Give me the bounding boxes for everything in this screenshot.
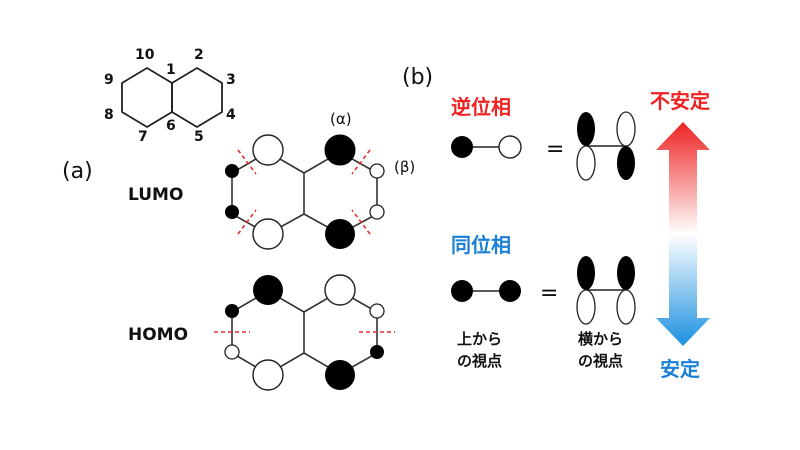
in-phase-top-view xyxy=(451,280,521,302)
homo-orbital-lobe xyxy=(253,275,283,305)
atom-number: 10 xyxy=(135,47,155,63)
lumo-orbital-lobe xyxy=(325,219,355,249)
homo-skeleton xyxy=(231,290,378,375)
lumo-diagram xyxy=(225,134,385,250)
atom-number: 8 xyxy=(104,107,114,123)
in-phase-side-view xyxy=(576,256,636,325)
homo-orbital-lobe xyxy=(324,274,356,306)
atom-number: 1 xyxy=(166,62,176,78)
lumo-orbital-lobe xyxy=(225,205,239,219)
homo-orbital-lobe xyxy=(370,345,384,359)
atom-number: 3 xyxy=(226,72,236,88)
panel-b-label: (b) xyxy=(402,65,433,90)
homo-orbital-lobe xyxy=(224,344,240,360)
atom-number: 4 xyxy=(226,107,236,123)
homo-orbital-lobe xyxy=(325,360,355,390)
out-of-phase-top-view xyxy=(451,135,522,159)
out-of-phase-label: 逆位相 xyxy=(451,95,511,119)
lumo-orbital-lobe xyxy=(225,164,239,178)
lumo-orbital-lobe xyxy=(252,218,284,250)
atom-number: 7 xyxy=(138,129,148,145)
lumo-label: LUMO xyxy=(128,185,183,205)
atom-numbers: 1 2 3 4 5 6 7 8 9 10 xyxy=(104,47,236,145)
unstable-label: 不安定 xyxy=(650,89,710,113)
homo-label: HOMO xyxy=(128,325,188,345)
homo-orbital-lobe xyxy=(252,359,284,391)
lumo-node-lines xyxy=(237,149,371,235)
panel-a-label: (a) xyxy=(62,159,93,184)
naphthalene-skeleton xyxy=(121,66,223,129)
atom-number: 5 xyxy=(194,129,204,145)
beta-label: (β) xyxy=(394,158,415,176)
lumo-orbital-lobe xyxy=(369,204,385,220)
stability-arrow xyxy=(656,122,710,346)
top-view-caption: の視点 xyxy=(457,352,502,370)
atom-number: 9 xyxy=(104,72,114,88)
in-phase-label: 同位相 xyxy=(451,233,511,257)
homo-orbital-lobe xyxy=(369,303,385,319)
equals-sign: = xyxy=(540,281,558,306)
equals-sign: = xyxy=(546,137,564,162)
atom-number: 2 xyxy=(194,47,204,63)
side-view-caption: 横から xyxy=(578,330,623,348)
lumo-orbital-lobe xyxy=(252,134,284,166)
side-view-caption: の視点 xyxy=(578,352,623,370)
lumo-orbital-lobe xyxy=(369,163,385,179)
atom-number: 6 xyxy=(166,118,176,134)
lumo-orbital-lobe xyxy=(324,134,356,166)
homo-diagram xyxy=(214,274,395,391)
out-of-phase-side-view xyxy=(576,111,636,181)
top-view-caption: 上から xyxy=(457,330,502,348)
homo-orbital-lobe xyxy=(225,304,239,318)
lumo-skeleton xyxy=(231,151,378,235)
alpha-label: (α) xyxy=(330,110,352,128)
stable-label: 安定 xyxy=(660,357,700,381)
